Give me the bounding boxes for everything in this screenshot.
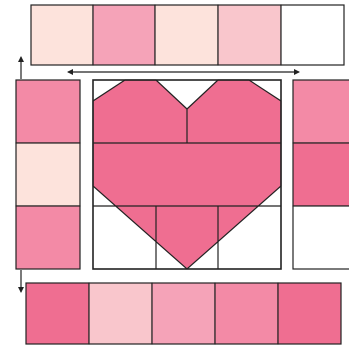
top-strip-square-4	[218, 5, 281, 65]
bottom-strip-square-1	[26, 283, 89, 344]
top-strip-square-2	[93, 5, 155, 65]
top-strip-square-5	[281, 5, 344, 65]
left-strip-square-2	[16, 143, 80, 206]
bottom-strip-square-4	[215, 283, 278, 344]
right-strip-square-3	[293, 206, 349, 269]
bottom-strip-square-2	[89, 283, 152, 344]
top-strip-square-3	[155, 5, 218, 65]
top-strip-square-1	[31, 5, 93, 65]
bottom-strip-square-3	[152, 283, 215, 344]
right-strip-square-2	[293, 143, 349, 206]
right-border-strip	[293, 80, 349, 269]
right-strip-square-1	[293, 80, 349, 143]
bottom-strip-square-5	[278, 283, 341, 344]
heart-block	[93, 80, 281, 269]
left-strip-square-1	[16, 80, 80, 143]
top-border-strip	[31, 5, 344, 65]
left-border-strip	[16, 80, 80, 269]
left-strip-square-3	[16, 206, 80, 269]
bottom-border-strip	[26, 283, 341, 344]
